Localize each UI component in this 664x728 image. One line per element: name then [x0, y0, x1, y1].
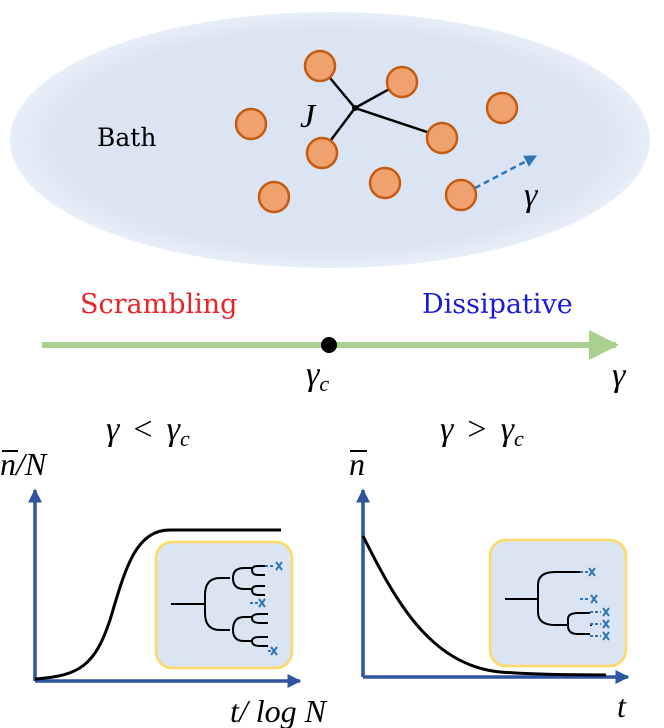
particle	[485, 91, 519, 125]
particle	[425, 121, 459, 155]
left-x-label: t/ log N	[230, 693, 328, 728]
particle	[385, 65, 419, 99]
particle	[444, 178, 478, 212]
right-inset	[488, 538, 628, 668]
particle	[368, 166, 402, 200]
coupling-label: J	[300, 98, 317, 135]
left-decay-markers	[250, 561, 283, 656]
right-y-label: n	[349, 446, 365, 482]
particle	[234, 107, 268, 141]
right-branching-tree	[505, 571, 592, 635]
right-decay-curve	[361, 535, 607, 677]
particle	[305, 136, 339, 170]
phase-left-label: Scrambling	[80, 289, 237, 320]
dissipation-arrow	[474, 154, 538, 190]
particles	[234, 49, 519, 214]
left-sigmoid-curve	[34, 528, 281, 681]
particle	[303, 49, 337, 83]
left-inset	[154, 540, 294, 670]
particle	[257, 180, 291, 214]
coupling-vertex	[352, 105, 358, 111]
phase-axis-label: γ	[612, 357, 627, 394]
left-panel-title: γ<γc	[106, 411, 190, 451]
left-branching-tree	[171, 565, 268, 647]
right-panel: γ>γc n t	[349, 411, 630, 724]
phase-line: Scrambling Dissipative γc γ	[42, 289, 627, 396]
right-panel-title: γ>γc	[440, 411, 524, 451]
critical-label: γc	[306, 356, 329, 396]
right-x-label: t	[617, 688, 627, 724]
phase-right-label: Dissipative	[422, 289, 573, 320]
bath-label: Bath	[97, 123, 156, 152]
critical-point	[321, 337, 337, 353]
dissipation-label: γ	[524, 177, 539, 214]
left-panel: γ<γc n/N t/ log N	[0, 411, 328, 728]
right-decay-markers	[580, 567, 610, 641]
